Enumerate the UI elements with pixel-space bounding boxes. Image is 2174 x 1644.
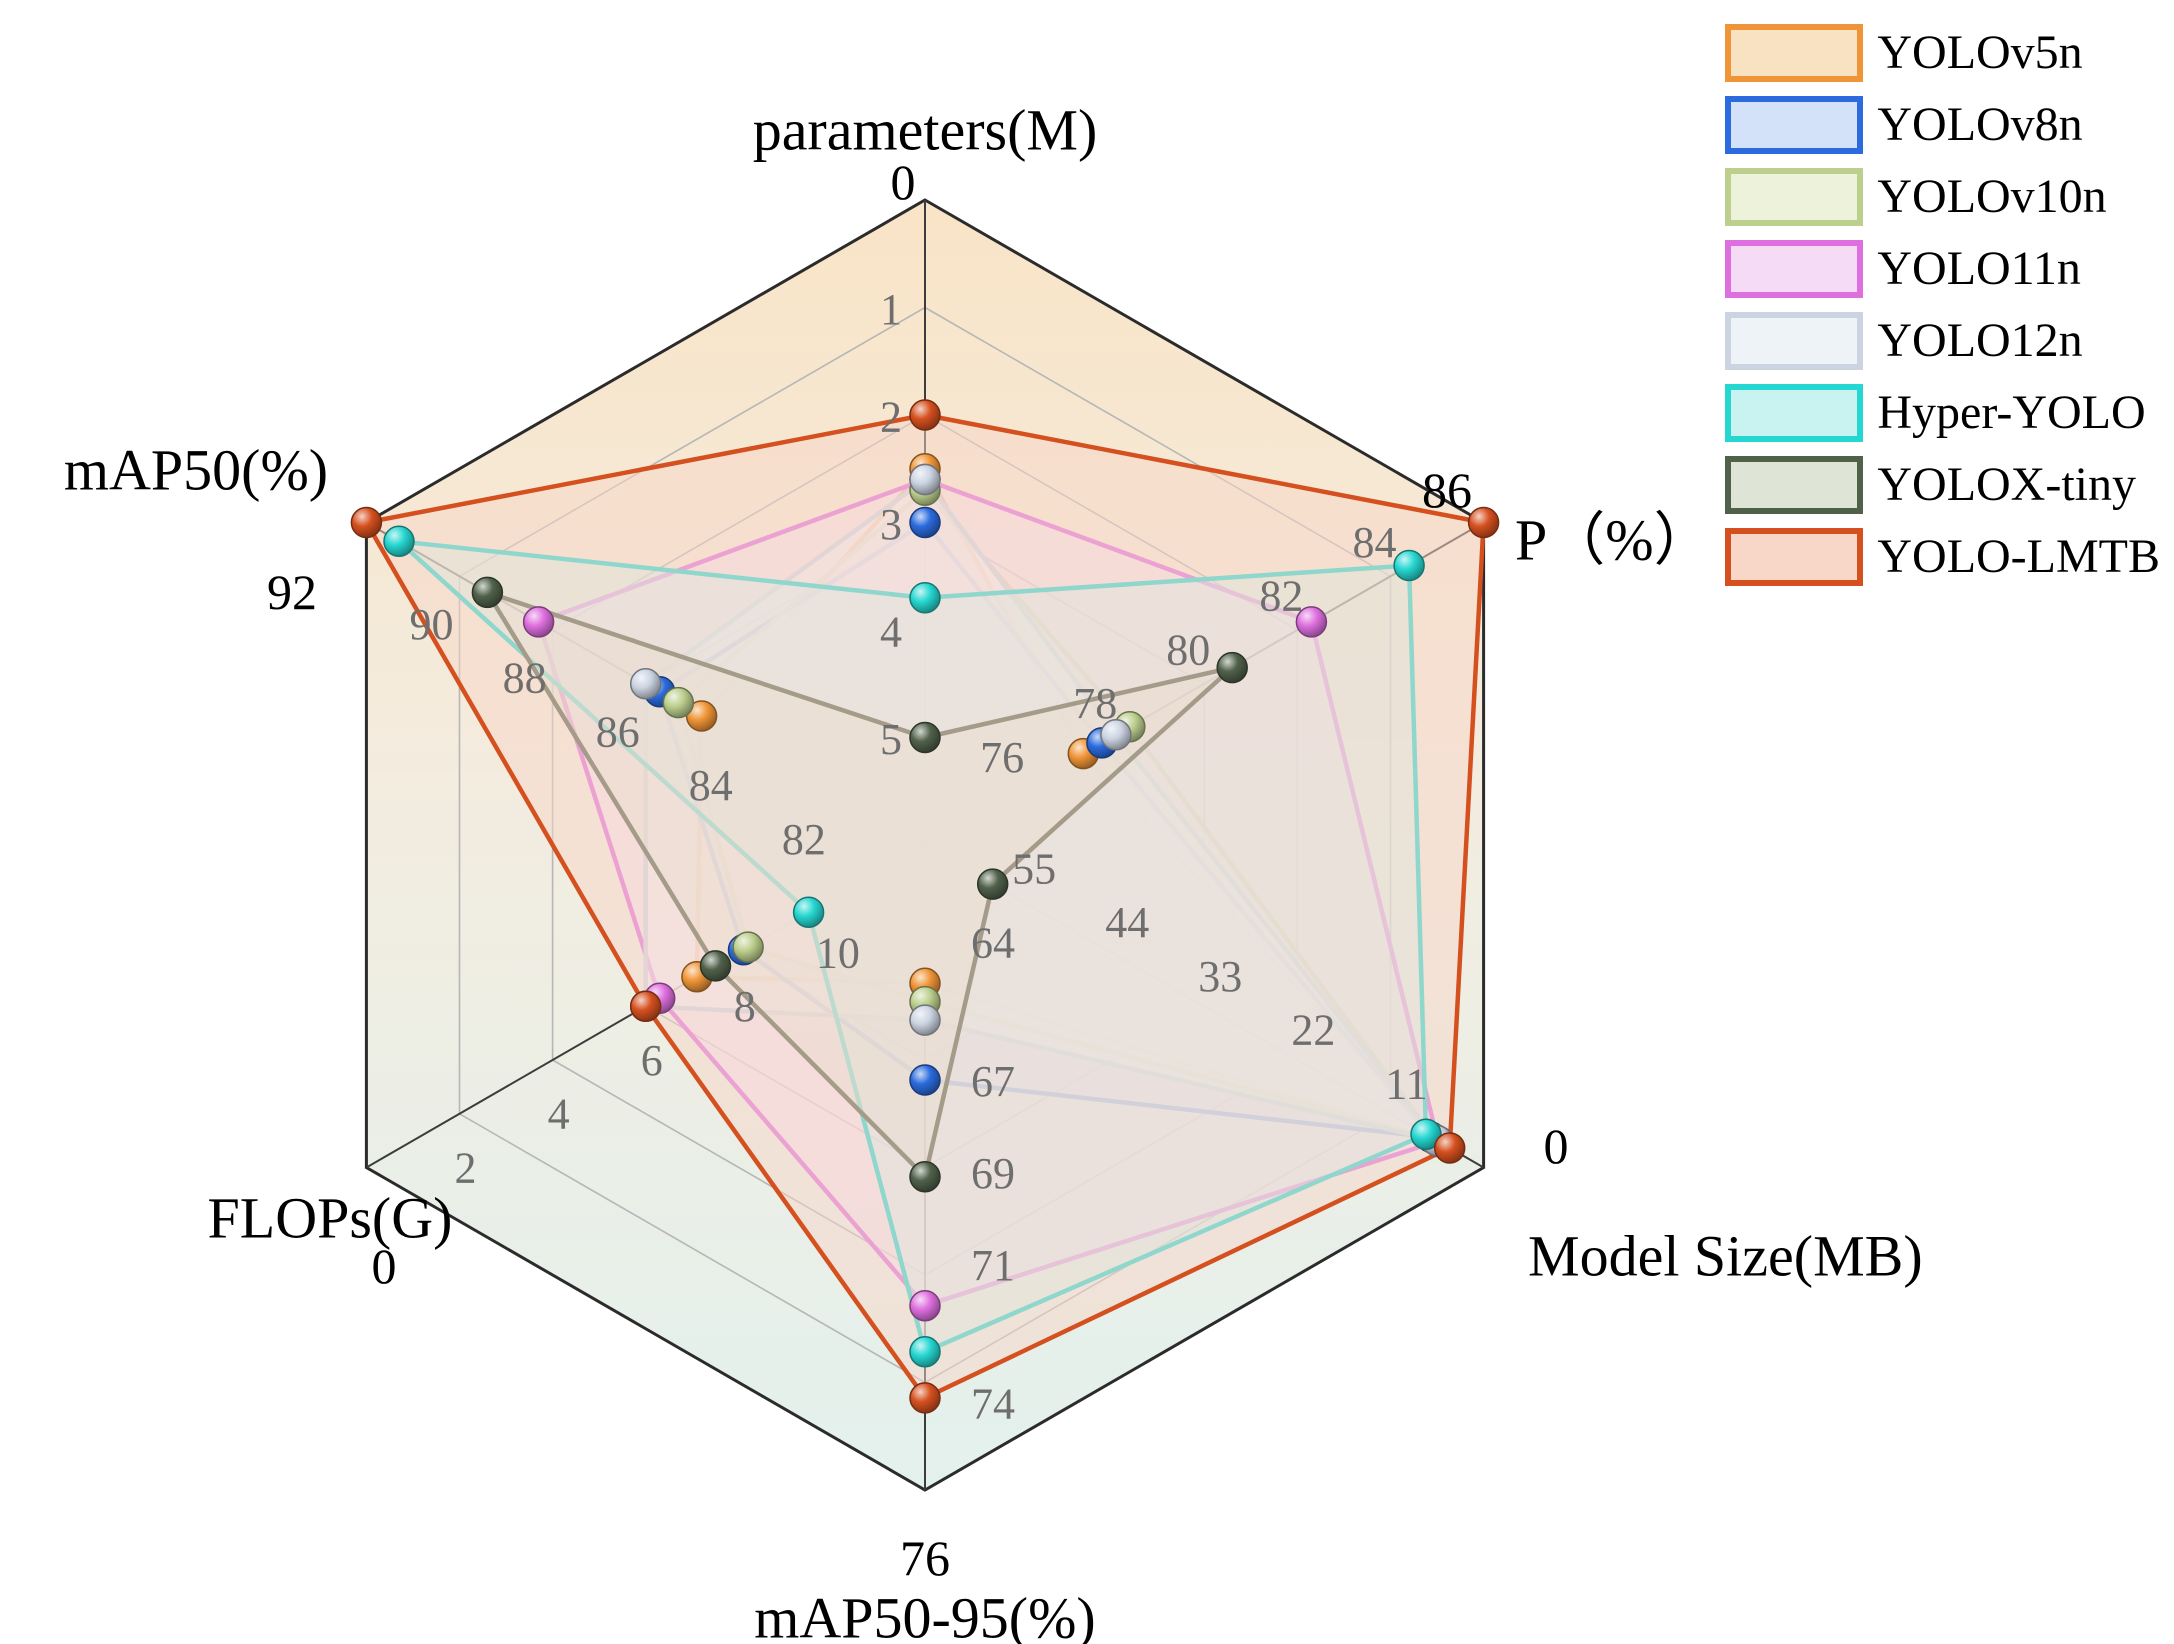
legend-label: YOLO11n [1877, 242, 2081, 295]
outer-tick-label: 0 [891, 154, 916, 210]
tick-label: 64 [971, 919, 1015, 968]
legend-item: YOLO12n [1725, 312, 2160, 370]
legend-label: Hyper-YOLO [1877, 386, 2146, 439]
data-point-Hyper-YOLO [383, 525, 415, 558]
data-point-Hyper-YOLO [792, 896, 825, 928]
tick-label: 22 [1291, 1006, 1335, 1055]
axis-label: Model Size(MB) [1528, 1224, 1923, 1289]
data-point-YOLOv5n [685, 700, 718, 732]
data-point-YOLO-LMTB [909, 399, 941, 431]
tick-label: 69 [971, 1149, 1015, 1198]
tick-label: 67 [971, 1057, 1015, 1106]
tick-label: 71 [971, 1241, 1015, 1290]
legend-item: YOLOv8n [1725, 96, 2160, 154]
tick-label: 4 [548, 1090, 570, 1139]
data-point-YOLO12n [909, 463, 941, 496]
data-point-YOLOv8n [909, 506, 941, 539]
data-point-Hyper-YOLO [909, 582, 941, 614]
axis-label: mAP50-95(%) [754, 1586, 1096, 1644]
data-point-YOLOX-tiny [1216, 651, 1248, 684]
tick-label: 82 [1259, 572, 1303, 621]
legend-label: YOLO12n [1877, 314, 2083, 367]
legend-label: YOLOv8n [1877, 98, 2083, 151]
tick-label: 33 [1198, 952, 1242, 1001]
tick-label: 8 [734, 982, 756, 1031]
axis-label: mAP50(%) [64, 438, 328, 503]
data-point-YOLO11n [1295, 606, 1328, 638]
data-point-YOLO12n [909, 1004, 941, 1036]
legend-item: YOLO11n [1725, 240, 2160, 298]
legend-item: YOLOv10n [1725, 168, 2160, 226]
tick-label: 90 [410, 600, 454, 649]
tick-label: 10 [816, 928, 860, 977]
legend-item: YOLOX-tiny [1725, 456, 2160, 514]
legend-label: YOLO-LMTB [1877, 530, 2160, 583]
data-point-Hyper-YOLO [1393, 549, 1425, 582]
data-point-YOLO-LMTB [909, 1382, 941, 1414]
tick-label: 3 [880, 500, 902, 549]
data-point-YOLO-LMTB [350, 506, 383, 539]
outer-tick-label: 0 [372, 1238, 397, 1294]
legend-swatch-Hyper-YOLO [1725, 384, 1864, 442]
data-point-YOLO-LMTB [629, 990, 662, 1023]
tick-label: 1 [880, 285, 902, 334]
legend-swatch-YOLOX-tiny [1725, 456, 1864, 514]
tick-label: 55 [1012, 844, 1056, 893]
tick-label: 44 [1105, 898, 1149, 947]
outer-tick-label: 92 [267, 564, 317, 620]
data-point-YOLOv10n [732, 931, 764, 963]
data-point-YOLO12n [629, 668, 662, 700]
tick-label: 84 [1352, 518, 1396, 567]
data-point-Hyper-YOLO [909, 1336, 941, 1368]
legend-item: YOLO-LMTB [1725, 528, 2160, 586]
data-point-YOLO-LMTB [1467, 506, 1500, 539]
legend-swatch-YOLOv10n [1725, 168, 1864, 226]
data-point-YOLO12n [1100, 719, 1132, 751]
legend-item: YOLOv5n [1725, 24, 2160, 82]
tick-label: 11 [1385, 1059, 1427, 1108]
data-point-YOLO11n [522, 606, 555, 638]
data-point-YOLOX-tiny [976, 868, 1009, 900]
tick-label: 86 [596, 707, 640, 756]
legend-swatch-YOLO12n [1725, 312, 1864, 370]
data-point-Hyper-YOLO [1410, 1118, 1442, 1151]
data-point-YOLO11n [909, 1289, 941, 1322]
data-point-YOLOv8n [909, 1064, 941, 1096]
tick-label: 2 [455, 1143, 477, 1192]
data-point-YOLO-LMTB [1433, 1132, 1466, 1164]
tick-label: 80 [1166, 625, 1210, 674]
outer-tick-label: 86 [1422, 462, 1472, 518]
legend-swatch-YOLOv5n [1725, 24, 1864, 82]
tick-label: 84 [689, 761, 733, 810]
legend-label: YOLOX-tiny [1877, 458, 2136, 511]
legend-swatch-YOLO-LMTB [1725, 528, 1864, 586]
tick-label: 74 [971, 1379, 1015, 1428]
tick-label: 76 [980, 733, 1024, 782]
axis-label: parameters(M) [753, 98, 1098, 163]
data-point-YOLOX-tiny [909, 721, 941, 754]
data-point-YOLOX-tiny [909, 1160, 941, 1193]
legend-swatch-YOLO11n [1725, 240, 1864, 298]
outer-tick-label: 0 [1544, 1118, 1569, 1174]
legend-label: YOLOv10n [1877, 170, 2107, 223]
data-point-YOLOX-tiny [471, 576, 504, 609]
legend-swatch-YOLOv8n [1725, 96, 1864, 154]
tick-label: 4 [880, 608, 902, 657]
tick-label: 78 [1073, 679, 1117, 728]
legend-item: Hyper-YOLO [1725, 384, 2160, 442]
tick-label: 88 [503, 654, 547, 703]
tick-label: 5 [880, 715, 902, 764]
data-point-YOLOv10n [662, 686, 695, 719]
axis-label: FLOPs(G) [208, 1186, 453, 1251]
outer-tick-label: 76 [900, 1530, 950, 1586]
axis-label: P（%） [1515, 508, 1712, 573]
legend-label: YOLOv5n [1877, 26, 2083, 79]
tick-label: 6 [641, 1036, 663, 1085]
tick-label: 82 [782, 815, 826, 864]
tick-label: 2 [880, 393, 902, 442]
data-point-YOLOX-tiny [699, 950, 732, 982]
